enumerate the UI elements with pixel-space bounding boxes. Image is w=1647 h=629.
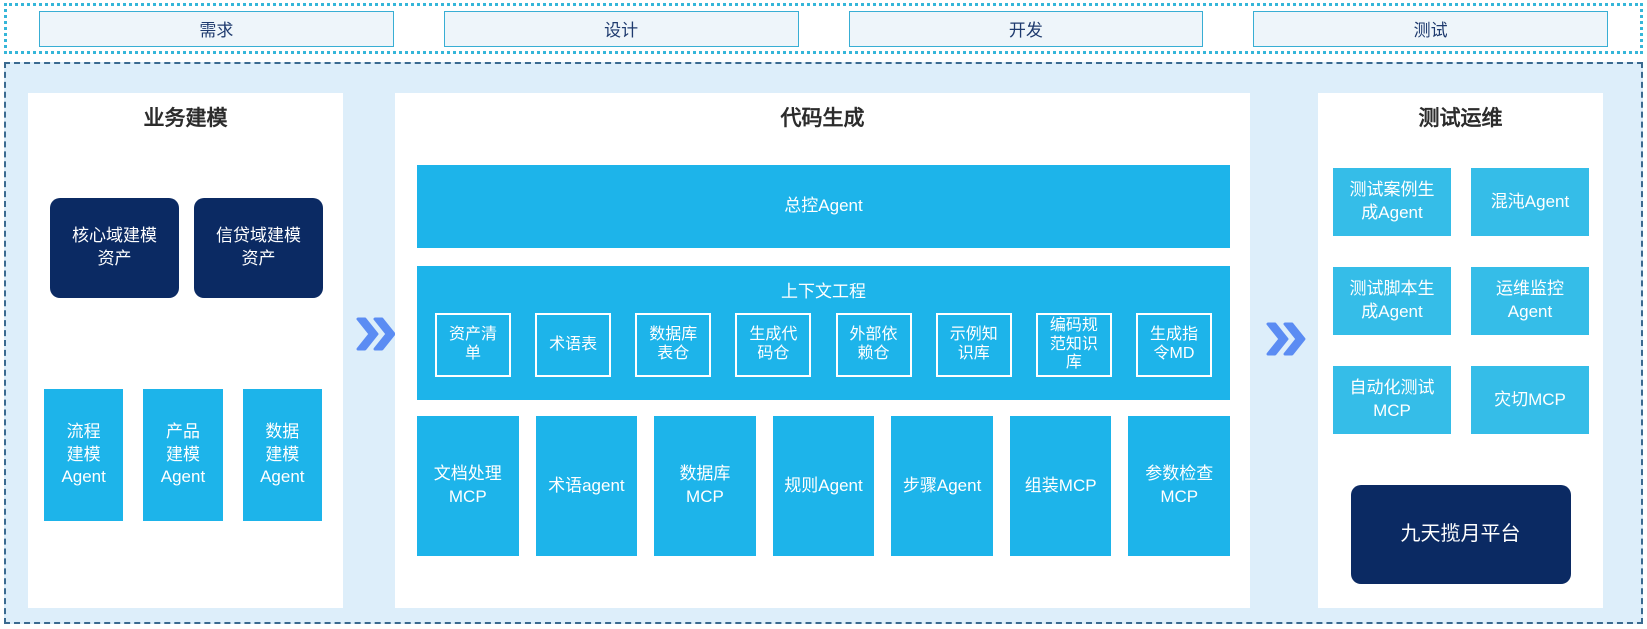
flow-arrow-icon [356,317,396,351]
test-ops-title: 测试运维 [1418,107,1503,130]
doc-processing-mcp-box: 文档处理 MCP [417,416,519,556]
example-knowledge-base-box: 示例知 识库 [935,313,1012,377]
param-check-mcp-box: 参数检查 MCP [1128,416,1231,556]
product-modeling-agent-box: 产品 建模 Agent [143,389,223,521]
db-table-repo-box: 数据库 表仓 [635,313,712,377]
terminology-agent-box: 术语agent [535,416,638,556]
context-engineering-container: 上下文工程 资产清 单 术语表 数据库 表仓 生成代 码仓 外部依 赖仓 示例知… [417,266,1230,400]
credit-domain-asset-box: 信贷域建模 资产 [194,198,323,298]
main-container: 业务建模 核心域建模 资产 信贷域建模 资产 流程 建模 Agent 产品 建模… [4,62,1643,624]
panel-code-generation: 代码生成 总控Agent 上下文工程 资产清 单 术语表 数据库 表仓 生成代 … [395,93,1250,608]
automated-test-mcp-box: 自动化测试 MCP [1333,366,1451,434]
test-ops-grid: 测试案例生 成Agent 混沌Agent 测试脚本生 成Agent 运维监控 A… [1333,168,1589,434]
data-modeling-agent-box: 数据 建模 Agent [242,389,322,521]
modeling-agent-row: 流程 建模 Agent 产品 建模 Agent 数据 建模 Agent [44,389,322,521]
asset-list-box: 资产清 单 [435,313,511,377]
modeling-asset-row: 核心域建模 资产 信贷域建模 资产 [50,198,323,298]
code-generation-title: 代码生成 [780,107,865,130]
external-dependency-repo-box: 外部依 赖仓 [835,313,912,377]
rule-agent-box: 规则Agent [772,416,875,556]
tool-row: 文档处理 MCP 术语agent 数据库 MCP 规则Agent 步骤Agent… [417,416,1231,556]
process-modeling-agent-box: 流程 建模 Agent [44,389,124,521]
business-modeling-title: 业务建模 [143,107,228,130]
ops-monitoring-agent-box: 运维监控 Agent [1471,267,1589,335]
database-mcp-box: 数据库 MCP [654,416,756,556]
context-items-row: 资产清 单 术语表 数据库 表仓 生成代 码仓 外部依 赖仓 示例知 识库 编码… [417,302,1230,377]
phase-bar: 需求 设计 开发 测试 [4,3,1643,54]
test-case-gen-agent-box: 测试案例生 成Agent [1333,168,1451,236]
context-engineering-title: 上下文工程 [781,282,866,301]
panel-business-modeling: 业务建模 核心域建模 资产 信贷域建模 资产 流程 建模 Agent 产品 建模… [28,93,343,608]
disaster-switch-mcp-box: 灾切MCP [1471,366,1589,434]
phase-box-testing: 测试 [1253,10,1608,47]
test-script-gen-agent-box: 测试脚本生 成Agent [1333,267,1451,335]
glossary-box: 术语表 [535,313,612,377]
core-domain-asset-box: 核心域建模 资产 [50,198,179,298]
step-agent-box: 步骤Agent [891,416,993,556]
phase-box-requirements: 需求 [39,10,394,47]
phase-box-design: 设计 [443,10,799,47]
flow-arrow-icon [1266,322,1306,356]
generated-code-repo-box: 生成代 码仓 [735,313,812,377]
master-agent-bar: 总控Agent [417,165,1230,248]
jiutian-lanyue-platform-box: 九天揽月平台 [1350,485,1571,584]
phase-box-development: 开发 [848,10,1204,47]
generation-instruction-md-box: 生成指 令MD [1135,313,1212,377]
assembly-mcp-box: 组装MCP [1009,416,1112,556]
chaos-agent-box: 混沌Agent [1471,168,1589,236]
panel-test-ops: 测试运维 测试案例生 成Agent 混沌Agent 测试脚本生 成Agent 运… [1318,93,1603,608]
coding-standard-kb-box: 编码规 范知识 库 [1035,313,1112,377]
